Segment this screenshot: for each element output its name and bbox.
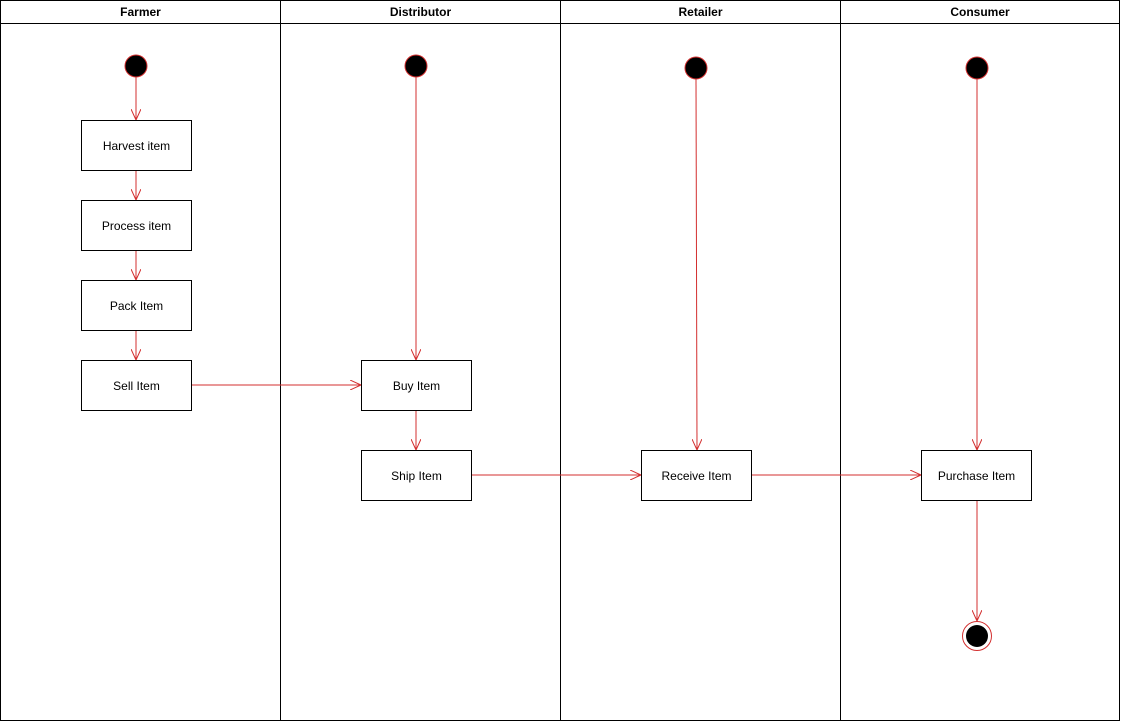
action-label: Harvest item — [103, 139, 170, 153]
action-buy-item: Buy Item — [361, 360, 472, 411]
initial-node-distributor — [404, 54, 428, 78]
initial-node-retailer — [684, 56, 708, 80]
flows — [136, 77, 977, 621]
action-label: Ship Item — [391, 469, 442, 483]
initial-node-farmer — [124, 54, 148, 78]
action-label: Receive Item — [661, 469, 731, 483]
final-node-consumer — [962, 621, 992, 651]
flow-start-to-receive — [696, 78, 697, 450]
action-purchase-item: Purchase Item — [921, 450, 1032, 501]
lane-title-distributor: Distributor — [390, 5, 452, 19]
action-harvest-item: Harvest item — [81, 120, 192, 171]
action-sell-item: Sell Item — [81, 360, 192, 411]
lane-title-consumer: Consumer — [950, 5, 1010, 19]
swimlane-retailer: Retailer — [560, 0, 841, 721]
action-label: Sell Item — [113, 379, 160, 393]
lane-title-farmer: Farmer — [120, 5, 161, 19]
action-label: Pack Item — [110, 299, 163, 313]
lane-title-retailer: Retailer — [678, 5, 722, 19]
action-label: Buy Item — [393, 379, 440, 393]
action-label: Purchase Item — [938, 469, 1015, 483]
swimlane-consumer: Consumer — [840, 0, 1120, 721]
action-pack-item: Pack Item — [81, 280, 192, 331]
action-label: Process item — [102, 219, 171, 233]
action-ship-item: Ship Item — [361, 450, 472, 501]
initial-node-consumer — [965, 56, 989, 80]
action-process-item: Process item — [81, 200, 192, 251]
action-receive-item: Receive Item — [641, 450, 752, 501]
